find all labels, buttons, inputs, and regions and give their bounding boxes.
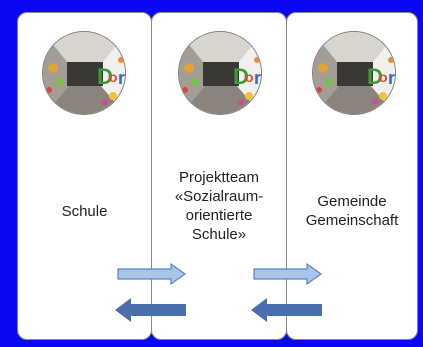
panel-label-schule: Schule [61, 203, 108, 220]
photo-tunnel-mural: D o r [42, 31, 126, 115]
arrow-right-2 [253, 263, 323, 285]
photo-tunnel-mural: D o r [312, 31, 396, 115]
svg-text:r: r [118, 68, 125, 88]
photo-tunnel-mural: D o r [178, 31, 262, 115]
panel-label-projektteam: Projektteam «Sozialraum- orientierte Sch… [174, 169, 264, 243]
svg-text:r: r [254, 68, 261, 88]
panel-projektteam: D o r Projektteam «Sozialraum- orientier… [151, 12, 287, 340]
arrow-right-1 [117, 263, 187, 285]
svg-text:o: o [109, 69, 118, 85]
svg-text:o: o [379, 69, 388, 85]
panel-gemeinde: D o r Gemeinde Gemeinschaft [286, 12, 418, 340]
svg-text:r: r [388, 68, 395, 88]
svg-text:D: D [97, 64, 113, 89]
svg-text:D: D [367, 64, 383, 89]
arrow-left-2 [251, 298, 322, 322]
panel-label-gemeinde: Gemeinde Gemeinschaft [305, 193, 399, 229]
svg-text:o: o [245, 69, 254, 85]
arrow-left-1 [115, 298, 186, 322]
svg-text:D: D [233, 64, 249, 89]
panel-schule: D o r Schule [17, 12, 152, 340]
